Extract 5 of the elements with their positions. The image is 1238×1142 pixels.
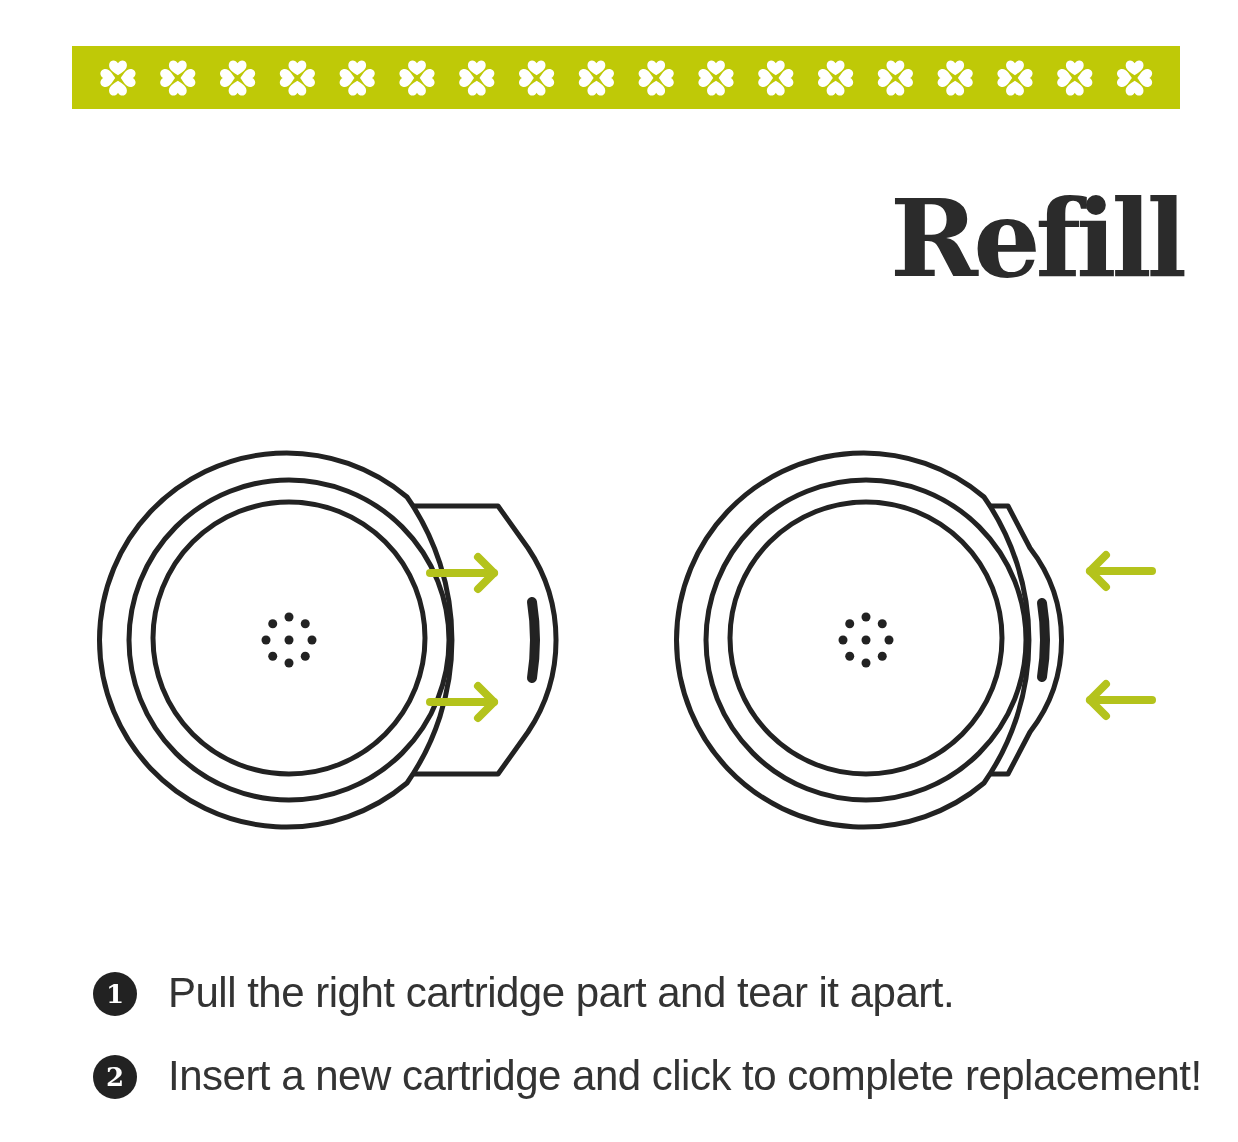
instruction-text: Pull the right cartridge part and tear it apart. — [168, 969, 955, 1017]
step-number: 2 — [93, 1055, 137, 1099]
instruction-text: Insert a new cartridge and click to complete replacement! — [168, 1052, 1202, 1100]
step-number: 1 — [93, 972, 137, 1016]
title: Refill — [890, 186, 1182, 292]
